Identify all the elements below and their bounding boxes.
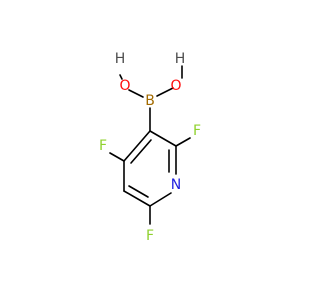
bond-n-c6	[149, 192, 172, 207]
atom-f-bottom: F	[146, 228, 154, 244]
atom-labels: H H O O B F F N F	[99, 51, 201, 244]
bond-c4-f	[109, 152, 125, 162]
bond-c6-c5-inner	[128, 185, 149, 198]
atom-n: N	[171, 177, 181, 193]
bond-h1-o1	[119, 74, 123, 80]
bond-o1-b	[128, 89, 144, 98]
bond-b-o2	[156, 87, 174, 97]
atom-b: B	[145, 93, 155, 109]
atom-f-left: F	[99, 138, 107, 154]
structure-canvas: H H O O B F F N F	[98, 51, 202, 244]
bond-c6-c5	[123, 190, 151, 207]
bond-c2-f	[175, 137, 191, 147]
atom-f-top-right: F	[193, 123, 201, 139]
atom-h-left: H	[115, 51, 126, 67]
atom-o-right: O	[170, 78, 181, 94]
bond-c4-c3	[123, 130, 151, 162]
molecule-diagram: H H O O B F F N F	[99, 51, 201, 244]
bond-c4-c3-inner	[130, 139, 152, 164]
bonds	[109, 65, 191, 225]
bond-c3-c2	[149, 130, 177, 147]
atom-h-right: H	[175, 51, 186, 67]
atom-o-left: O	[119, 78, 130, 94]
